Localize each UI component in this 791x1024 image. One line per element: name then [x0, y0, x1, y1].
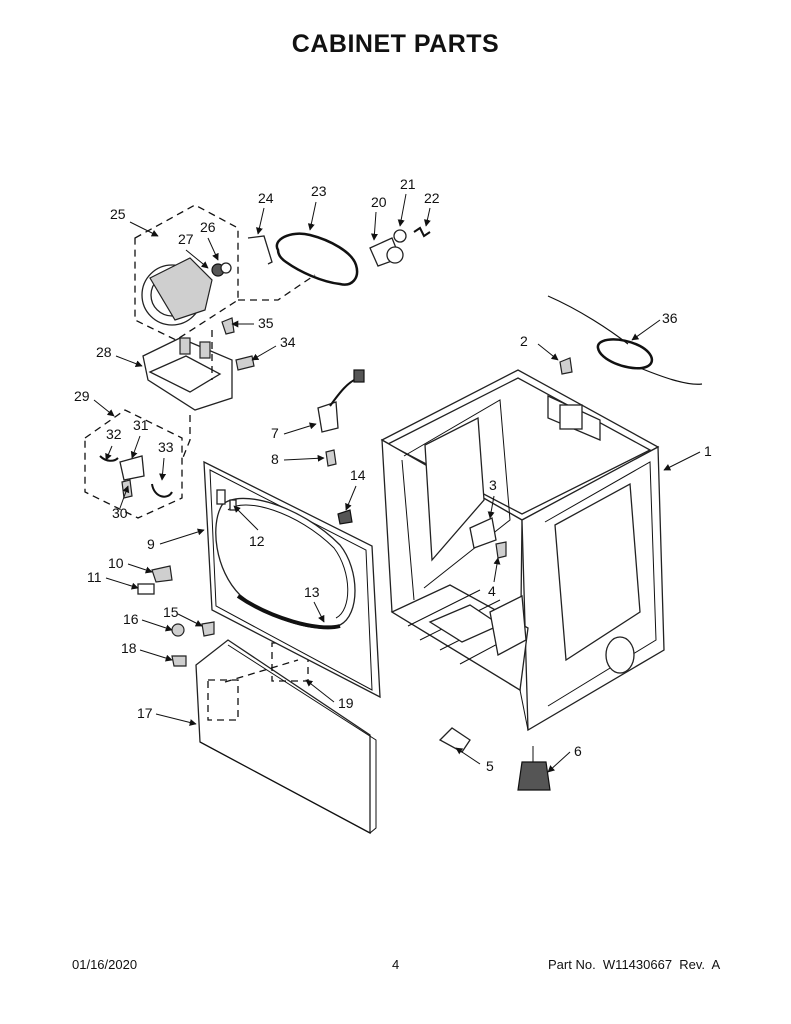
callout-19: 19	[338, 695, 354, 711]
callout-28: 28	[96, 344, 112, 360]
page-title: CABINET PARTS	[291, 30, 500, 58]
callout-27: 27	[178, 231, 194, 247]
callout-31: 31	[133, 417, 149, 433]
callout-32: 32	[106, 426, 122, 442]
leader-lines	[181, 274, 316, 683]
callout-7: 7	[271, 425, 279, 441]
footer-part-number: Part No. W11430667 Rev. A	[548, 957, 721, 972]
small-parts	[137, 235, 703, 791]
callout-20: 20	[371, 194, 387, 210]
drive-belt	[275, 232, 359, 286]
footer-page-number: 4	[392, 957, 400, 972]
front-panel	[203, 460, 381, 699]
callout-26: 26	[200, 219, 216, 235]
callout-4: 4	[488, 583, 496, 599]
callout-5: 5	[486, 758, 494, 774]
callout-1: 1	[704, 443, 712, 459]
callout-36: 36	[662, 310, 678, 326]
callout-14: 14	[350, 467, 366, 483]
callout-18: 18	[121, 640, 137, 656]
callout-29: 29	[74, 388, 90, 404]
callout-24: 24	[258, 190, 274, 206]
motor-assembly	[134, 204, 239, 341]
callout-23: 23	[311, 183, 327, 199]
callout-22: 22	[424, 190, 440, 206]
callout-30: 30	[112, 505, 128, 521]
callout-11: 11	[87, 569, 102, 585]
callout-6: 6	[574, 743, 582, 759]
callout-9: 9	[147, 536, 155, 552]
callout-16: 16	[123, 611, 139, 627]
callout-33: 33	[158, 439, 174, 455]
motor-mount	[142, 337, 233, 411]
callout-34: 34	[280, 334, 296, 350]
idler-assembly	[369, 226, 431, 267]
callout-21: 21	[400, 176, 416, 192]
callout-arrows	[93, 193, 701, 773]
footer-date: 01/16/2020	[72, 957, 138, 972]
thermostat-kit	[84, 409, 183, 519]
callout-25: 25	[110, 206, 126, 222]
callout-15: 15	[163, 604, 179, 620]
callout-35: 35	[258, 315, 274, 331]
callouts: 1 2 3 4 5 6 7 8 9 10 11 12 13 14 15 16 1…	[74, 176, 712, 774]
callout-17: 17	[137, 705, 153, 721]
callout-13: 13	[304, 584, 320, 600]
callout-8: 8	[271, 451, 279, 467]
callout-3: 3	[489, 477, 497, 493]
toe-panel	[195, 639, 377, 835]
callout-10: 10	[108, 555, 124, 571]
cabinet-body	[380, 369, 665, 732]
callout-2: 2	[520, 333, 528, 349]
callout-12: 12	[249, 533, 265, 549]
